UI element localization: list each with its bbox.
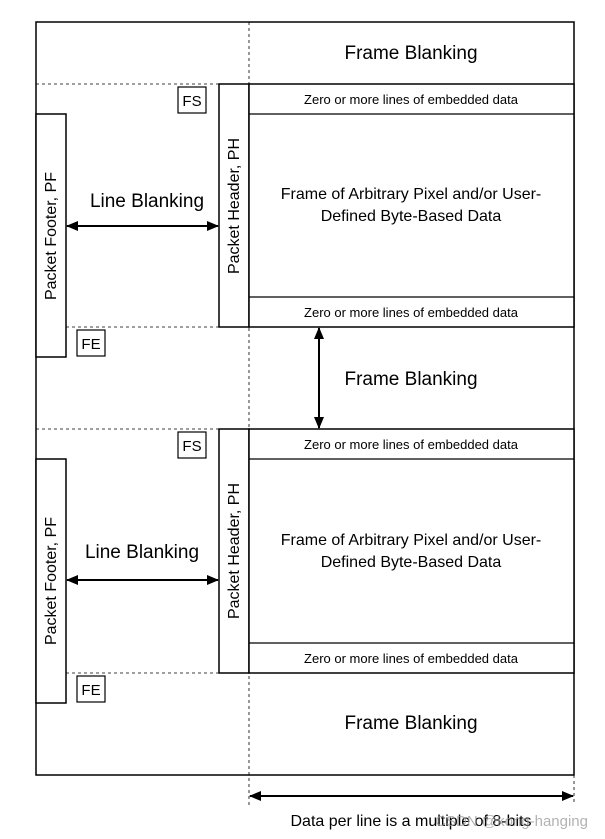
packet-header-label: Packet Header, PH — [226, 483, 243, 619]
packet-footer-label: Packet Footer, PF — [43, 172, 60, 300]
packet-footer-box — [35, 458, 67, 704]
frame-blanking-middle-label: Frame Blanking — [344, 369, 477, 390]
data-per-line-label: Data per line is a multiple of 8-bits — [291, 813, 532, 830]
payload-text-line1: Frame of Arbitrary Pixel and/or User- — [281, 186, 542, 203]
frame-blanking-bottom-label: Frame Blanking — [344, 713, 477, 734]
fs-box — [177, 431, 207, 459]
line-blanking-label: Line Blanking — [85, 542, 199, 563]
packet-footer-label: Packet Footer, PF — [43, 517, 60, 645]
fs-label: FS — [182, 93, 201, 110]
embedded-data-bottom-label: Zero or more lines of embedded data — [304, 651, 519, 666]
frame-2: FS Packet Footer, PF Packet Header, PH L… — [35, 428, 575, 704]
fe-box — [76, 329, 106, 357]
fs-label: FS — [182, 438, 201, 455]
embedded-data-bottom-label: Zero or more lines of embedded data — [304, 305, 519, 320]
payload-box — [248, 83, 575, 328]
embedded-data-top-label: Zero or more lines of embedded data — [304, 92, 519, 107]
payload-text-line2: Defined Byte-Based Data — [321, 554, 502, 571]
frame-blanking-top-label: Frame Blanking — [344, 43, 477, 64]
packet-footer-box — [35, 113, 67, 358]
embedded-data-top-label: Zero or more lines of embedded data — [304, 437, 519, 452]
fe-box — [76, 675, 106, 703]
watermark: CSDN @kong-hanging — [435, 813, 588, 830]
frame-1: FS Packet Footer, PF Packet Header, PH L… — [35, 83, 575, 358]
outer-frame — [35, 21, 575, 776]
packet-header-box — [218, 83, 250, 328]
fs-box — [177, 86, 207, 114]
packet-header-label: Packet Header, PH — [226, 138, 243, 274]
line-blanking-label: Line Blanking — [90, 191, 204, 212]
payload-box — [248, 428, 575, 674]
packet-header-box — [218, 428, 250, 674]
payload-text-line2: Defined Byte-Based Data — [321, 208, 502, 225]
fe-label: FE — [81, 682, 100, 699]
fe-label: FE — [81, 336, 100, 353]
payload-text-line1: Frame of Arbitrary Pixel and/or User- — [281, 532, 542, 549]
